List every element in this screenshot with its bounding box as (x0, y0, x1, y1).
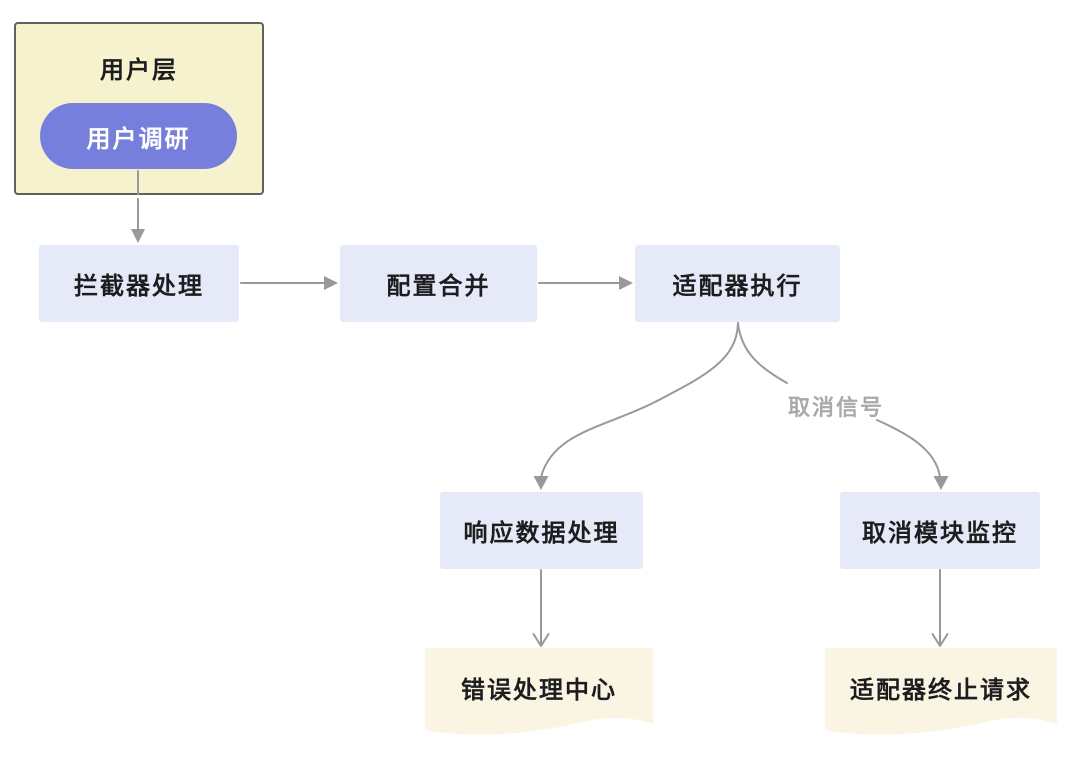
node-adapter-exec-label: 适配器执行 (672, 272, 803, 300)
node-adapter-abort: 适配器终止请求 (825, 648, 1057, 740)
node-response-processing: 响应数据处理 (440, 492, 643, 569)
node-config-merge-label: 配置合并 (386, 272, 491, 300)
node-user-research-label: 用户调研 (86, 124, 191, 153)
document-shape (825, 648, 1057, 735)
edge-response-to-error-center (532, 569, 550, 647)
edge-cancel-monitor-to-adapter-abort (931, 569, 949, 647)
node-config-merge: 配置合并 (340, 245, 537, 322)
document-shape (425, 648, 653, 735)
node-error-center-label: 错误处理中心 (461, 675, 617, 704)
node-interceptor: 拦截器处理 (39, 245, 239, 322)
node-cancel-monitor-label: 取消模块监控 (862, 519, 1018, 547)
node-response-processing-label: 响应数据处理 (463, 519, 620, 547)
node-user-research: 用户调研 (40, 103, 237, 169)
node-user-layer-label: 用户层 (100, 56, 178, 84)
node-adapter-abort-label: 适配器终止请求 (850, 675, 1032, 704)
edge-label-cancel-signal: 取消信号 (788, 396, 885, 421)
edge-interceptor-to-config (240, 276, 338, 290)
node-adapter-exec: 适配器执行 (635, 245, 840, 322)
node-interceptor-label: 拦截器处理 (74, 272, 204, 300)
edge-adapter-to-response (533, 322, 739, 490)
node-user-layer: 用户层 用户调研 (14, 22, 264, 195)
edge-config-to-adapter (538, 276, 633, 290)
node-error-center: 错误处理中心 (425, 648, 653, 740)
node-cancel-monitor: 取消模块监控 (840, 492, 1040, 569)
